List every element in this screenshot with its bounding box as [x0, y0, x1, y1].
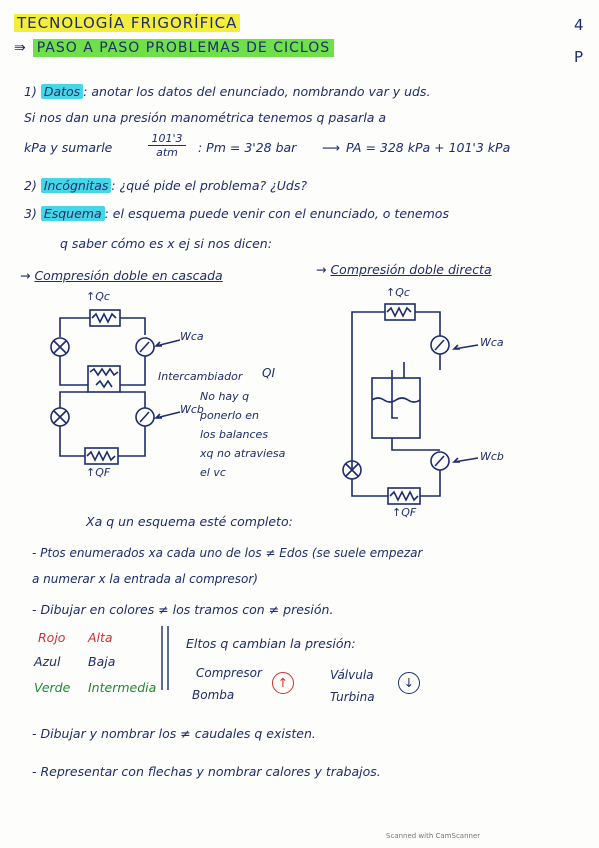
note-line-3: los balances: [200, 428, 269, 441]
wcb-right-label: Wcb: [480, 450, 504, 463]
step-3-tag: Esquema: [40, 206, 105, 221]
note-line-4: xq no atraviesa: [200, 447, 286, 460]
step-3: 3) Esquema: el esquema puede venir con e…: [24, 206, 449, 221]
arrow-icon: ⟶: [322, 140, 340, 155]
step-1-line-3a: kPa y sumarle: [24, 140, 113, 155]
side-letter: P: [574, 48, 584, 66]
legend-blue-b: Baja: [88, 654, 116, 669]
up-item-1: Compresor: [196, 666, 262, 680]
elem-title: Eltos q cambian la presión:: [186, 636, 356, 651]
down-item-2: Turbina: [330, 690, 375, 704]
bullet-1a: - Ptos enumerados xa cada uno de los ≠ E…: [32, 546, 423, 560]
step-1-line-3b: : Pm = 3'28 bar: [198, 140, 297, 155]
down-arrow-icon: ↓: [398, 672, 420, 694]
bullet-3: - Dibujar y nombrar los ≠ caudales q exi…: [32, 726, 316, 741]
footer-text: Scanned with CamScanner: [386, 832, 481, 840]
qi-label: QI: [262, 366, 275, 380]
double-arrow-icon: ⇛: [14, 40, 27, 56]
bullet-4: - Representar con flechas y nombrar calo…: [32, 764, 381, 779]
exchanger-label: Intercambiador: [158, 370, 243, 383]
left-diagram-title: → Compresión doble en cascada: [20, 268, 223, 283]
step-1-tag: Datos: [40, 84, 84, 99]
complete-title: Xa q un esquema esté completo:: [86, 514, 293, 529]
up-item-2: Bomba: [192, 688, 235, 702]
qf-left-label: ↑QF: [86, 466, 111, 479]
right-direct-diagram: [342, 303, 479, 505]
qc-left-label: ↑Qc: [86, 290, 110, 303]
down-item-1: Válvula: [330, 668, 374, 682]
qf-right-label: ↑QF: [392, 506, 417, 519]
step-1-line-2: Si nos dan una presión manométrica tenem…: [24, 110, 387, 125]
legend-blue-a: Azul: [34, 654, 61, 669]
legend-green-a: Verde: [34, 680, 71, 695]
section-title: ⇛PASO A PASO PROBLEMAS DE CICLOS: [14, 39, 335, 57]
right-diagram-title: → Compresión doble directa: [316, 262, 492, 277]
page-title: TECNOLOGÍA FRIGORÍFICA: [14, 14, 241, 32]
legend-green-b: Intermedia: [88, 680, 157, 695]
up-arrow-icon: ↑: [272, 672, 294, 694]
legend-red-a: Rojo: [38, 630, 66, 645]
note-line-1: No hay q: [200, 390, 250, 403]
step-2-tag: Incógnitas: [40, 178, 112, 193]
wca-right-label: Wca: [480, 336, 504, 349]
step-1-line-3c: PA = 328 kPa + 101'3 kPa: [346, 140, 511, 155]
note-line-2: ponerlo en: [200, 409, 259, 422]
fraction: 101'3 atm: [148, 132, 186, 159]
wcb-left-label: Wcb: [180, 403, 204, 416]
qc-right-label: ↑Qc: [386, 286, 410, 299]
step-1: 1) Datos: anotar los datos del enunciado…: [24, 84, 431, 99]
left-cascade-diagram: [50, 309, 181, 465]
bullet-2: - Dibujar en colores ≠ los tramos con ≠ …: [32, 602, 334, 617]
legend-red-b: Alta: [88, 630, 113, 645]
bullet-1b: a numerar x la entrada al compresor): [32, 572, 258, 586]
separator-lines: [161, 626, 169, 690]
wca-left-label: Wca: [180, 330, 204, 343]
page-number: 4: [574, 16, 584, 34]
step-2: 2) Incógnitas: ¿qué pide el problema? ¿U…: [24, 178, 307, 193]
step-3-line-2: q saber cómo es x ej si nos dicen:: [60, 236, 272, 251]
note-line-5: el vc: [200, 466, 226, 479]
